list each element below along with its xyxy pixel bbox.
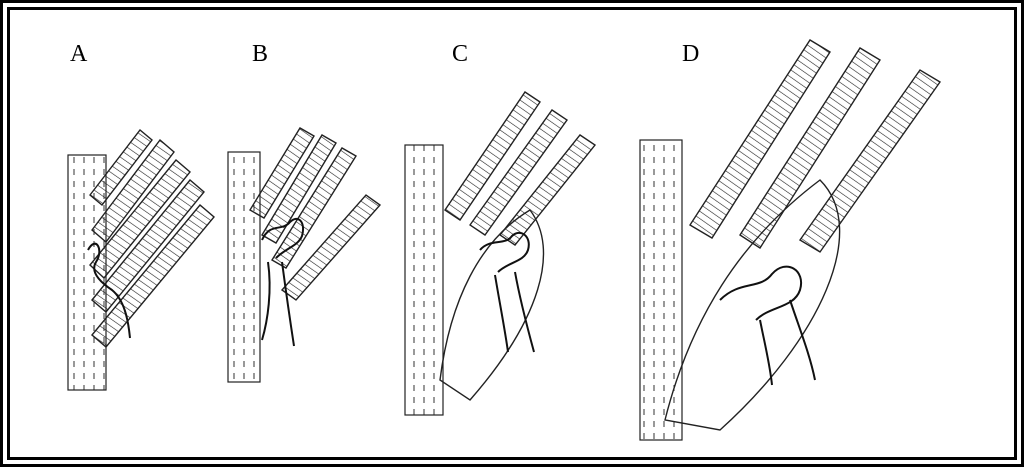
panel-label-b: B bbox=[252, 42, 268, 66]
panel-c-nerve-trunk bbox=[405, 145, 443, 415]
panel-a-drawing bbox=[68, 130, 214, 390]
panel-d-nerve-trunk bbox=[640, 140, 682, 440]
panel-b-drawing bbox=[228, 128, 380, 382]
panel-b-nerve-fibre bbox=[262, 262, 294, 346]
panel-label-d: D bbox=[682, 42, 699, 66]
panel-c-drawing bbox=[405, 92, 595, 415]
panel-label-c: C bbox=[452, 42, 468, 66]
panel-d-muscle-fibres bbox=[690, 40, 940, 252]
panel-label-a: A bbox=[70, 42, 87, 66]
panel-c-muscle-fibres bbox=[445, 92, 595, 245]
panel-b-nerve-trunk bbox=[228, 152, 260, 382]
panel-d-endplate bbox=[720, 267, 801, 320]
panel-a-muscle-fibres bbox=[90, 130, 214, 347]
panel-d-drawing bbox=[640, 40, 940, 440]
